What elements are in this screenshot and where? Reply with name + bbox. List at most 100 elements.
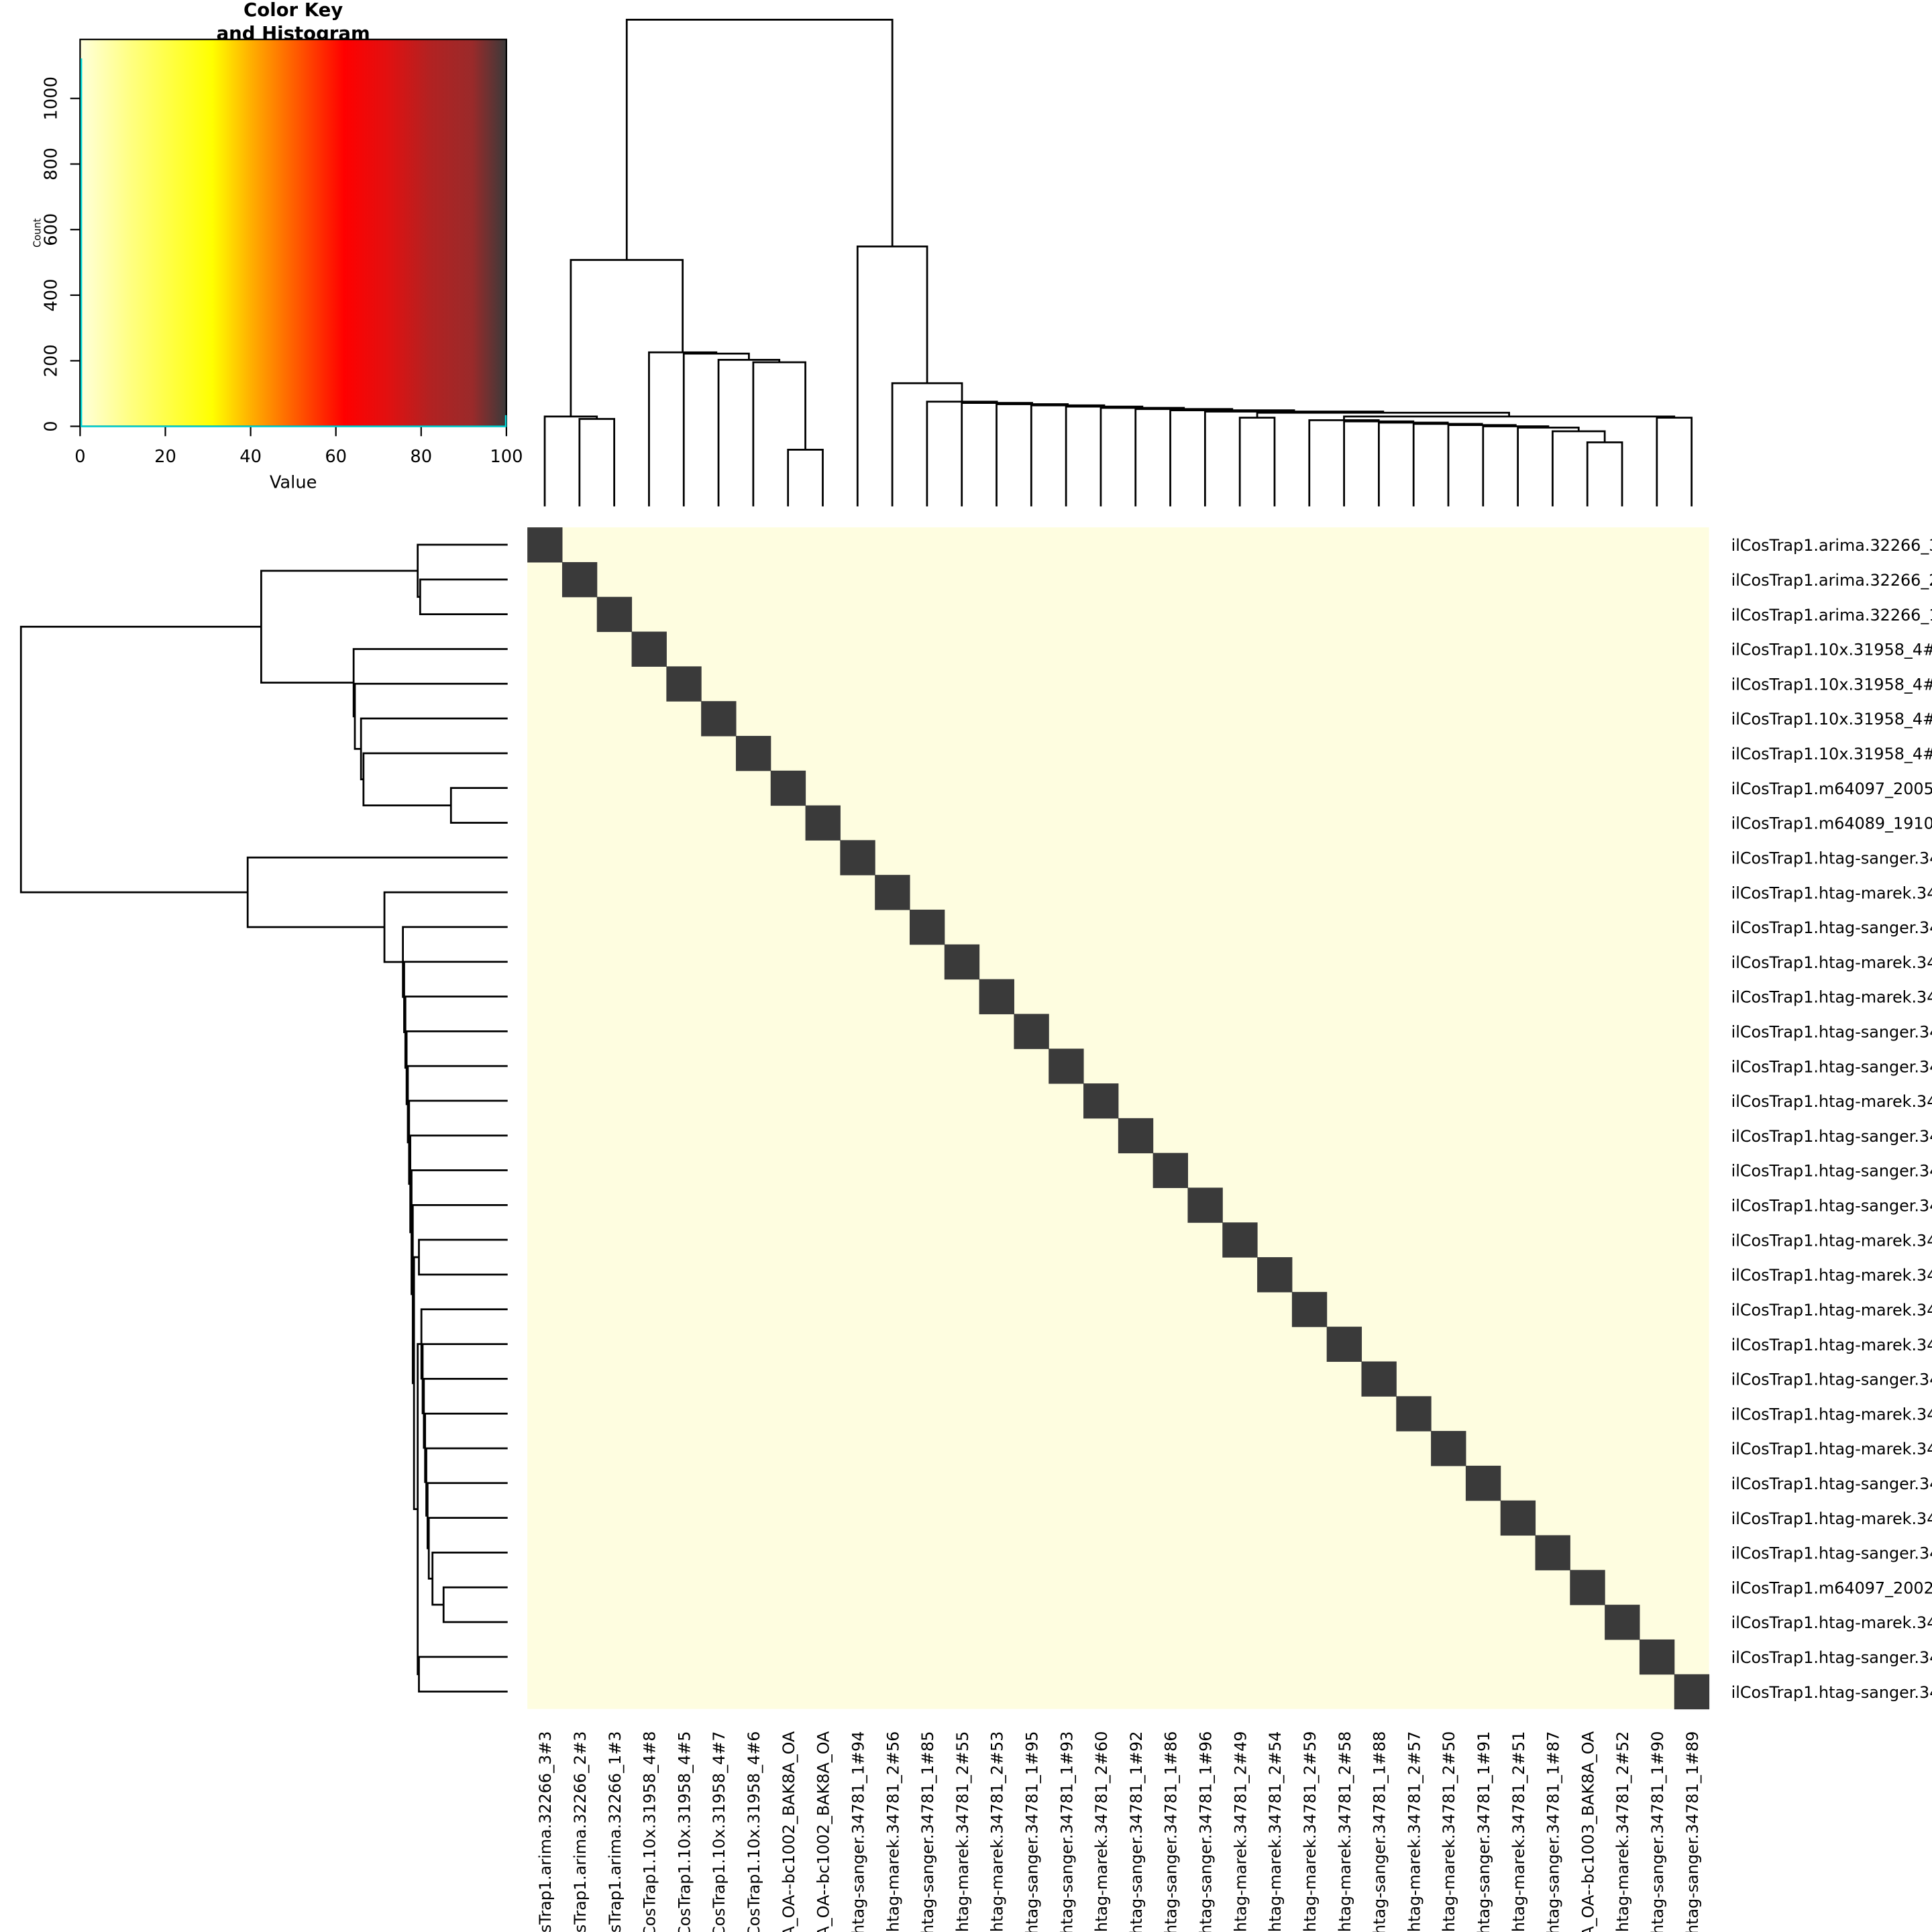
column-label: htag-marek.34781_2#49 [1231, 1731, 1250, 1932]
row-label: ilCosTrap1.htag-marek.34 [1731, 953, 1932, 972]
column-label: htag-sanger.34781_1#88 [1371, 1731, 1389, 1932]
dendrogram-branch [856, 245, 928, 506]
row-label: ilCosTrap1.htag-sanger.34 [1731, 918, 1932, 937]
color-key-title-line1: Color Key [244, 0, 343, 21]
dendrogram-branch [427, 1517, 508, 1580]
dendrogram-branch [752, 361, 806, 506]
dendrogram-branch [648, 351, 718, 506]
row-label: ilCosTrap1.arima.32266_2 [1731, 571, 1932, 590]
heatmap-cell-diagonal [1605, 1605, 1640, 1640]
column-label: CosTrap1.10x.31958_4#6 [745, 1731, 763, 1932]
dendrogram-branch [354, 682, 508, 750]
column-label: htag-sanger.34781_1#96 [1197, 1731, 1216, 1932]
column-dendrogram [543, 19, 1693, 506]
heatmap-cell-diagonal [561, 561, 598, 598]
x-tick-label: 100 [490, 447, 523, 467]
heatmap-cell-diagonal [527, 527, 563, 563]
dendrogram-branch [682, 352, 750, 506]
row-label: ilCosTrap1.htag-marek.34 [1731, 1092, 1932, 1111]
color-key-xlabel: Value [270, 472, 317, 492]
dendrogram-branch [449, 787, 508, 824]
column-label: htag-marek.34781_2#59 [1301, 1731, 1320, 1932]
row-label: ilCosTrap1.m64097_2002 [1731, 1578, 1932, 1597]
heatmap-cell-diagonal [1465, 1465, 1501, 1501]
row-label: ilCosTrap1.htag-marek.34 [1731, 1440, 1932, 1458]
heatmap-cell-diagonal [1257, 1257, 1293, 1293]
column-label: htag-sanger.34781_1#93 [1057, 1731, 1076, 1932]
row-label: ilCosTrap1.htag-sanger.34 [1731, 849, 1932, 867]
heatmap-cell-diagonal [1083, 1083, 1119, 1119]
dendrogram-branch [360, 717, 508, 781]
dendrogram-branch [543, 415, 598, 506]
row-label: ilCosTrap1.m64097_2005 [1731, 780, 1932, 798]
dendrogram-branch [411, 1169, 508, 1295]
column-label: sTrap1.arima.32266_1#3 [606, 1731, 625, 1932]
heatmap-cell-diagonal [1187, 1187, 1223, 1223]
column-label: htag-sanger.34781_1#91 [1474, 1731, 1493, 1932]
dendrogram-branch [260, 570, 418, 684]
dendrogram-branch [717, 358, 781, 506]
dendrogram-branch [578, 418, 616, 506]
column-label: htag-sanger.34781_1#89 [1683, 1731, 1702, 1932]
heatmap-cell-diagonal [1396, 1396, 1432, 1432]
column-label: A_OA--bc1002_BAK8A_OA [780, 1731, 798, 1932]
column-label: sTrap1.arima.32266_3#3 [536, 1731, 555, 1932]
heatmap-cell-diagonal [1222, 1222, 1258, 1258]
heatmap-cell-diagonal [1570, 1570, 1605, 1605]
heatmap-cell-diagonal [770, 770, 806, 806]
row-label: ilCosTrap1.htag-marek.34 [1731, 1301, 1932, 1320]
heatmap-cell-diagonal [631, 631, 667, 667]
row-label: ilCosTrap1.htag-sanger.34 [1731, 1197, 1932, 1216]
dendrogram-branch [362, 752, 508, 806]
column-label: htag-marek.34781_2#57 [1405, 1731, 1424, 1932]
heatmap-cell-diagonal [805, 805, 841, 841]
column-label: htag-marek.34781_2#54 [1266, 1731, 1285, 1932]
row-label: ilCosTrap1.10x.31958_4# [1731, 675, 1932, 694]
column-label: htag-sanger.34781_1#87 [1544, 1731, 1563, 1932]
row-label: ilCosTrap1.htag-marek.34 [1731, 1231, 1932, 1250]
dendrogram-branch [1169, 409, 1295, 506]
column-label: A_OA--bc1002_BAK8A_OA [814, 1731, 833, 1932]
dendrogram-branch [413, 1256, 419, 1510]
column-label: sTrap1.arima.32266_2#3 [571, 1731, 590, 1932]
row-label: ilCosTrap1.htag-sanger.34 [1731, 1474, 1932, 1493]
dendrogram-branch [419, 578, 508, 616]
heatmap-cell-diagonal [701, 701, 737, 737]
column-label: htag-marek.34781_2#50 [1440, 1731, 1458, 1932]
dendrogram-branch [1656, 417, 1693, 506]
heatmap-cell-diagonal [1361, 1361, 1397, 1397]
heatmap-cell-diagonal [596, 596, 633, 633]
heatmap-cell-diagonal [1118, 1118, 1154, 1154]
color-key-gradient [79, 38, 507, 427]
dendrogram-branch [1482, 425, 1550, 506]
row-label: ilCosTrap1.arima.32266_1 [1731, 606, 1932, 625]
column-label: htag-marek.34781_2#56 [883, 1731, 902, 1932]
column-label: htag-marek.34781_2#60 [1092, 1731, 1111, 1932]
x-tick-label: 0 [74, 447, 85, 467]
dendrogram-branch [1447, 424, 1517, 506]
dendrogram-branch [405, 1030, 508, 1106]
column-label: htag-sanger.34781_1#86 [1162, 1731, 1181, 1932]
column-label: CosTrap1.10x.31958_4#5 [675, 1731, 694, 1932]
dendrogram-branch [1586, 441, 1623, 506]
dendrogram-branch [1517, 426, 1580, 506]
row-label: ilCosTrap1.htag-sanger.34 [1731, 1023, 1932, 1042]
row-dendrogram [19, 543, 508, 1693]
y-tick-label: 800 [41, 148, 61, 180]
dendrogram-branch [1134, 408, 1234, 506]
row-label: ilCosTrap1.htag-marek.34 [1731, 883, 1932, 902]
x-tick-label: 60 [325, 447, 347, 467]
dendrogram-branch [246, 856, 508, 928]
heatmap-cell-diagonal [875, 875, 910, 910]
dendrogram-branch [407, 1065, 508, 1144]
dendrogram-branch [442, 1586, 508, 1623]
row-label: ilCosTrap1.htag-sanger.34 [1731, 1057, 1932, 1076]
x-tick-label: 80 [410, 447, 432, 467]
column-label: htag-sanger.34781_1#90 [1648, 1731, 1667, 1932]
heatmap-cell-diagonal [1500, 1500, 1536, 1536]
dendrogram-branch [1030, 404, 1106, 506]
heatmap-cell-diagonal [909, 909, 945, 945]
dendrogram-branch [1256, 411, 1510, 418]
